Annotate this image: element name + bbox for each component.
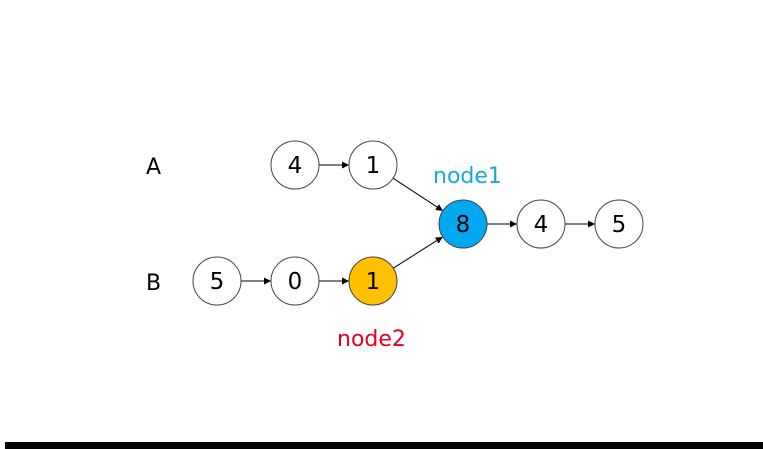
- node-value: 5: [612, 212, 627, 238]
- node-circle: [438, 199, 488, 249]
- edge-b3-to-c1: [393, 236, 443, 269]
- node1-tag: node1: [433, 164, 502, 189]
- list-node-b2: 0: [270, 256, 320, 306]
- list-node-b1: 5: [192, 256, 242, 306]
- bottom-border: [5, 442, 763, 449]
- list-b-label: B: [146, 271, 161, 296]
- node-circle: [348, 256, 398, 306]
- list-node-c3: 5: [594, 199, 644, 249]
- node-circle: [348, 140, 398, 190]
- nodes: 4 1 5 0 1 8 4 5: [192, 140, 644, 306]
- list-node-a1: 4: [270, 140, 320, 190]
- node-value: 4: [288, 153, 303, 179]
- list-node-c1: 8: [438, 199, 488, 249]
- node-circle: [270, 140, 320, 190]
- node-value: 0: [288, 269, 303, 295]
- list-node-a2: 1: [348, 140, 398, 190]
- node2-tag: node2: [337, 327, 406, 352]
- node-value: 1: [366, 153, 381, 179]
- node-value: 1: [366, 269, 381, 295]
- list-node-c2: 4: [516, 199, 566, 249]
- node-circle: [192, 256, 242, 306]
- list-node-b3: 1: [348, 256, 398, 306]
- edges: [241, 161, 595, 285]
- node-value: 5: [210, 269, 225, 295]
- node-circle: [516, 199, 566, 249]
- node-circle: [594, 199, 644, 249]
- node-value: 8: [456, 212, 471, 238]
- edge-a2-to-c1: [392, 177, 444, 212]
- list-a-label: A: [146, 155, 161, 180]
- node-value: 4: [534, 212, 549, 238]
- node-circle: [270, 256, 320, 306]
